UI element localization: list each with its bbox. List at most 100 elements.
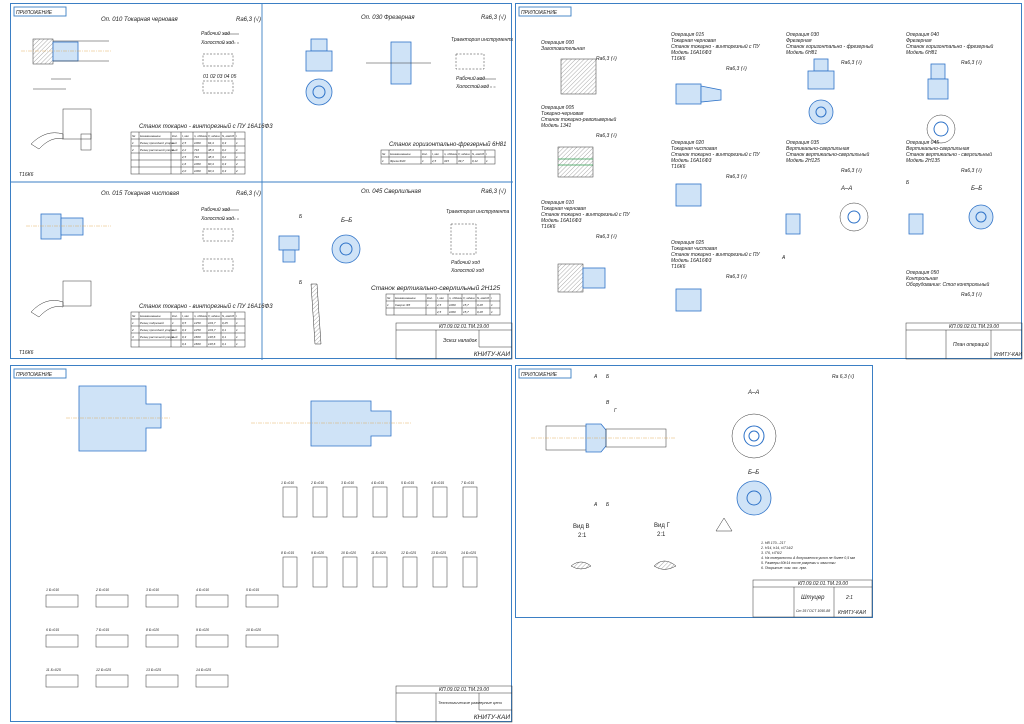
drawing-title: Технологические размерные цепи	[438, 700, 503, 705]
chain-label: 12 Б=025	[401, 551, 416, 555]
operation-detail: Вертикально-сверлильная	[786, 146, 850, 152]
table-cell: 0,3	[222, 162, 227, 166]
chain-label: 12 Б=025	[96, 668, 111, 672]
cut-mark: Б	[299, 280, 303, 286]
table-cell: 60,4	[208, 162, 214, 166]
roughness-mark: Ra6,3 (√)	[236, 16, 261, 23]
chain-diagram	[282, 556, 298, 588]
organization: КНИТУ-КАИ	[994, 352, 1022, 358]
chain-diagram	[45, 594, 79, 608]
legend-idle: Холостой ход	[200, 39, 234, 46]
legend-idle: Холостой ход	[450, 267, 484, 274]
chain-label: 3 Б=010	[341, 481, 354, 485]
table-header: №	[387, 296, 391, 300]
section-bb-label: Б–Б	[971, 186, 982, 192]
operation-detail: Токарная чистовая	[671, 246, 717, 252]
table-header: V, м/мин	[208, 314, 220, 318]
table-header: Наименование	[390, 152, 411, 156]
table-header: i	[486, 152, 487, 156]
operation-detail: Токарная черновая	[541, 206, 586, 212]
table-header: i	[491, 296, 492, 300]
operation-number: Операция 025	[671, 240, 704, 246]
roughness-mark: Ra6,3 (√)	[596, 132, 617, 139]
chain-diagram	[145, 634, 179, 648]
material: Ст 35 ГОСТ 1050-88	[796, 609, 830, 613]
chain-diagram	[282, 486, 298, 518]
table-cell: 1	[236, 335, 238, 339]
table-cell: 0,1	[222, 328, 227, 332]
table-cell: 104,7	[208, 328, 216, 332]
title-block: КП.09.02.01.ТМ.19.00 Технологические раз…	[395, 685, 513, 723]
table-cell: 1	[387, 303, 389, 307]
drawing-code: КП.09.02.01.ТМ.19.00	[439, 324, 489, 330]
chain-diagram	[145, 674, 179, 688]
table-cell: 1000	[194, 169, 201, 173]
operation-detail: Фрезерная	[786, 38, 812, 44]
table-cell: 710	[194, 148, 199, 152]
table-cell: 0,3	[222, 169, 227, 173]
table-cell: 0,4	[182, 342, 187, 346]
operation-detail: Токарно-черновая	[541, 111, 584, 117]
operation-detail: Станок горизонтально - фрезерный	[786, 43, 874, 50]
table-header: t, мм	[437, 296, 444, 300]
table-cell: 15,7	[463, 310, 469, 314]
chain-label: 13 Б=025	[431, 551, 446, 555]
operation-detail: Станок токарно-револьверный	[541, 116, 616, 123]
chain-label: 10 Б=020	[341, 551, 356, 555]
organization: КНИТУ-КАИ	[474, 714, 511, 721]
table-header: Кол.	[172, 314, 178, 318]
chain-label: 10 Б=020	[246, 628, 261, 632]
chain-label: 8 Б=020	[146, 628, 159, 632]
table-cell: 0,28	[477, 310, 483, 314]
table-cell: 2,5	[181, 155, 187, 159]
view-mark-g: Г	[614, 408, 618, 414]
table-cell: 2,2	[181, 148, 187, 152]
chain-label: 1 Б=010	[281, 481, 294, 485]
drawing-code: КП.09.02.01.ТМ.19.00	[798, 581, 848, 587]
drawing-code: КП.09.02.01.ТМ.19.00	[949, 324, 999, 330]
organization: КНИТУ-КАИ	[474, 351, 511, 358]
operation-detail: Модель 16А16Ф3	[671, 158, 712, 164]
view-g-scale: 2:1	[657, 532, 666, 538]
chain-diagram	[245, 594, 279, 608]
table-cell: Резец расточной упорный	[140, 335, 178, 339]
operation-number: Операция 020	[671, 140, 704, 146]
note-line: 4. На поверхности А допускается уклон не…	[761, 556, 856, 560]
operation-detail: Станок токарно - винторезный с ПУ	[671, 251, 761, 258]
table-header: Наименование	[395, 296, 416, 300]
chain-diagram	[195, 674, 229, 688]
table-cell: 2,5	[181, 141, 187, 145]
chain-label: 5 Б=015	[246, 588, 259, 592]
table-cell: 0,5	[182, 321, 187, 325]
table-cell: 0,1	[222, 335, 227, 339]
roughness-mark: Ra 6,3 (√)	[832, 373, 855, 380]
table-cell: 2,5	[431, 159, 437, 163]
chain-diagram	[245, 634, 279, 648]
table-cell: 1	[172, 335, 174, 339]
table-header: S, мм/об	[472, 152, 484, 156]
table-header: n, об/мин	[444, 152, 457, 156]
legend-trajectory: Траектория инструмента	[446, 209, 509, 215]
chain-diagram	[432, 486, 448, 518]
chain-diagram	[195, 634, 229, 648]
chain-diagram	[95, 634, 129, 648]
operation-number: Операция 050	[906, 270, 939, 276]
table-header: Кол.	[427, 296, 433, 300]
operation-detail: Контрольная	[906, 276, 938, 282]
table-header: i	[236, 134, 237, 138]
chain-label: 9 Б=020	[196, 628, 209, 632]
sheet-part-drawing: ПРИЛОЖЕНИЕ Ra 6,3 (√) А Б А Б В Г А–А Б–…	[515, 365, 873, 618]
view-g-label: Вид Г	[654, 523, 671, 529]
operation-number: Операция 035	[786, 140, 819, 146]
table-header: n, об/мин	[449, 296, 462, 300]
chain-label: 5 Б=015	[401, 481, 414, 485]
machine-010: Станок токарно - винторезный с ПУ 16А16Ф…	[139, 123, 273, 130]
table-header: №	[382, 152, 386, 156]
tool-mark: Т16К6	[19, 350, 34, 356]
chain-label: 4 Б=015	[371, 481, 384, 485]
op010-title: Оп. 010 Токарная черновая	[101, 17, 179, 23]
operation-detail: Фрезерная	[906, 38, 932, 44]
table-cell: 1	[491, 310, 493, 314]
